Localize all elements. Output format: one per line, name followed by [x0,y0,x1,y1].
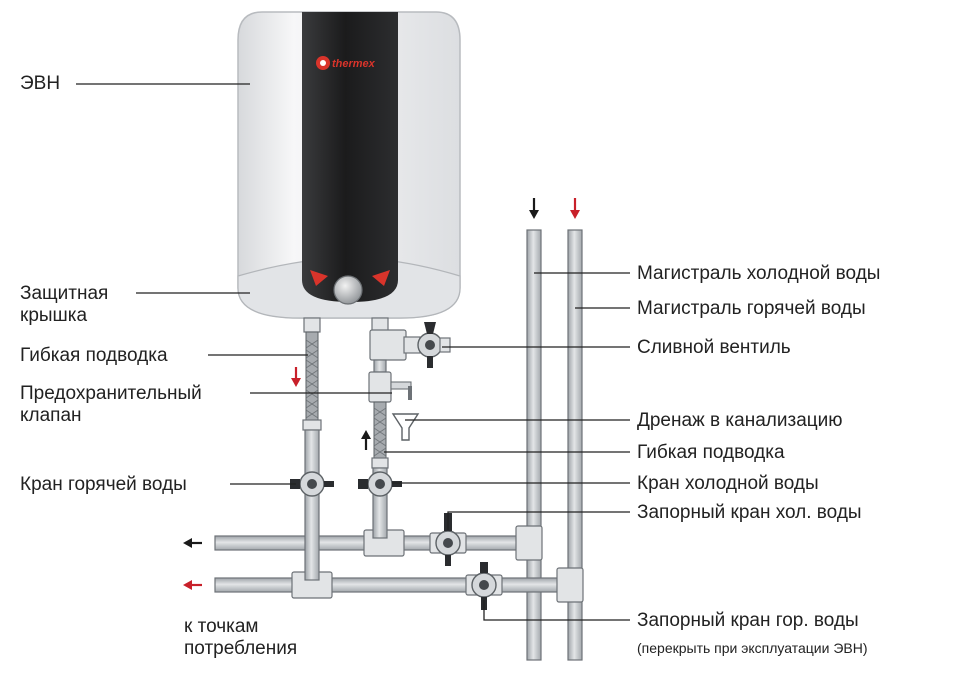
label-safety-valve: Предохранительный клапан [20,383,202,427]
leader-lines [76,83,630,621]
label-cold-main: Магистраль холодной воды [637,263,881,284]
hot-tee-main [556,567,584,603]
control-panel [310,270,390,305]
drain-valve-handle[interactable] [424,322,436,334]
label-hot-shutoff-note: (перекрыть при эксплуатации ЭВН) [637,640,868,656]
safety-valve-lever[interactable] [390,381,412,390]
arrow-down-icon [570,198,580,219]
arrow-down-icon [291,367,301,387]
heater-black-panel [302,12,398,302]
label-safety-valve-line1: Предохранительный [20,383,202,404]
indicator-left-icon [310,270,328,286]
label-evn: ЭВН [20,73,61,94]
label-to-consumers-line2: потребления [184,638,298,659]
hot-main-riser [567,229,583,661]
hot-outlet-line [302,317,322,581]
cold-tap-valve[interactable] [358,471,402,497]
label-flex-hose-left: Гибкая подводка [20,345,168,366]
cold-main-riser [526,229,542,661]
indicator-right-icon [372,270,390,286]
label-hot-shutoff: Запорный кран гор. воды [637,610,859,631]
hot-shutoff-valve[interactable] [465,562,503,610]
cold-tee-main [515,525,543,561]
arrow-up-icon [361,430,371,450]
label-drain-valve: Сливной вентиль [637,337,791,358]
flex-hose-cold [373,401,387,461]
brand-text: thermex [332,58,376,70]
drain-valve[interactable] [403,322,451,368]
arrow-left-icon [183,580,202,590]
label-hot-tap: Кран горячей воды [20,474,187,495]
thermostat-knob[interactable] [333,275,363,305]
flex-hose-hot [305,331,319,425]
label-safety-valve-line2: клапан [20,405,82,426]
arrow-left-icon [183,538,202,548]
label-cold-shutoff: Запорный кран хол. воды [637,502,862,523]
label-cold-tap: Кран холодной воды [637,473,819,494]
label-hot-main: Магистраль горячей воды [637,298,866,319]
water-heater: thermex [237,11,461,319]
cold-shutoff-valve[interactable] [429,513,467,566]
label-protective-cover-line2: крышка [20,305,88,326]
label-protective-cover: Защитная крышка [20,283,108,327]
thermex-logo: thermex [316,56,376,70]
drain-funnel-icon [391,413,420,441]
safety-valve-body [368,371,392,403]
flow-arrows [183,198,580,590]
label-protective-cover-line1: Защитная [20,283,109,304]
label-sewer-drain: Дренаж в канализацию [637,410,843,431]
hot-shutoff-handle[interactable] [480,562,488,573]
label-to-consumers-line1: к точкам [184,616,259,637]
cold-tap-handle[interactable] [358,479,368,489]
hose-braid [305,339,387,457]
hot-tap-valve[interactable] [290,471,334,497]
label-flex-hose-right: Гибкая подводка [637,442,785,463]
arrow-down-icon [529,198,539,219]
label-to-consumers: к точкам потребления [184,616,297,660]
drain-tee [369,329,407,361]
